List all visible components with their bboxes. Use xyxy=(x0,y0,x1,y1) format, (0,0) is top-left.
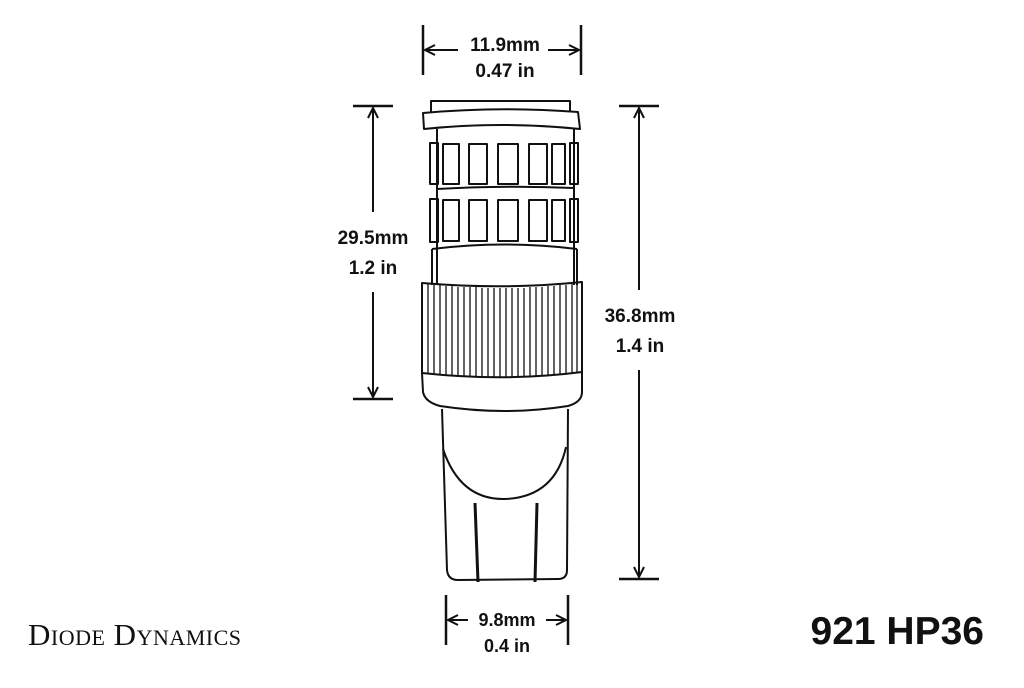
body-height-mm: 29.5mm xyxy=(337,228,409,249)
base-width-label: 9.8mm 0.4 in xyxy=(468,607,546,659)
dim-base-width xyxy=(444,595,570,645)
knurl-lines xyxy=(427,283,578,378)
bulb-top-cap xyxy=(430,100,571,113)
dim-overall-height xyxy=(619,104,659,581)
body-height-in: 1.2 in xyxy=(348,258,398,279)
body-height-label: 29.5mm 1.2 in xyxy=(327,226,419,282)
top-width-label: 11.9mm 0.47 in xyxy=(462,33,548,85)
base-width-mm: 9.8mm xyxy=(478,610,536,630)
bulb-outline xyxy=(421,100,583,583)
led-row-bottom xyxy=(429,198,579,243)
overall-height-mm: 36.8mm xyxy=(604,306,676,327)
base-width-in: 0.4 in xyxy=(483,636,531,656)
top-width-mm: 11.9mm xyxy=(470,35,540,56)
top-width-in: 0.47 in xyxy=(475,61,535,82)
brand-logo-text: Diode Dynamics xyxy=(28,617,242,652)
overall-height-in: 1.4 in xyxy=(615,336,665,357)
bulb-base xyxy=(441,408,569,581)
wire-leg-right xyxy=(533,502,539,583)
bulb-flange xyxy=(422,108,581,130)
dim-body-height xyxy=(353,104,393,401)
wire-leg-left xyxy=(473,502,480,583)
dim-top-width xyxy=(421,25,583,75)
base-lens xyxy=(442,446,567,501)
led-row-top xyxy=(429,142,579,185)
overall-height-label: 36.8mm 1.4 in xyxy=(594,304,686,360)
model-name: 921 HP36 xyxy=(810,610,984,653)
